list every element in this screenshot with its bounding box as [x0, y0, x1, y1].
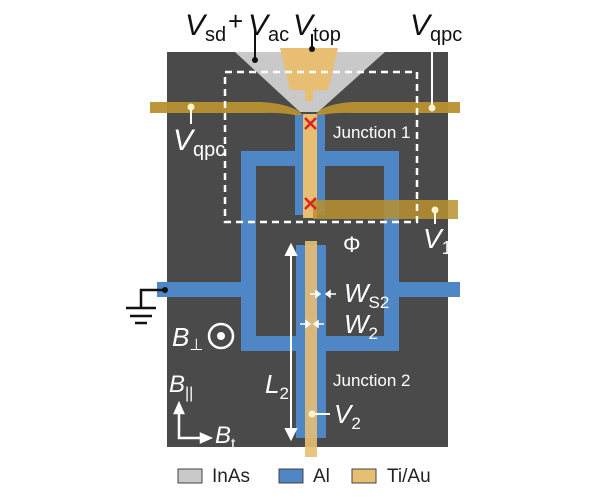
ground-contact-dot	[162, 287, 168, 293]
v1-label: V1	[423, 223, 452, 258]
junction1-label: Junction 1	[333, 123, 411, 142]
junction2-gate	[305, 241, 317, 457]
legend-label-inas: InAs	[212, 466, 250, 487]
junction-cross-marks	[304, 117, 317, 210]
phi-label: Φ	[343, 232, 361, 257]
qpc-gate-bar	[150, 102, 460, 118]
ws2-label: WS2	[344, 278, 389, 312]
vsd-contact-dot	[252, 57, 258, 63]
labels: Vsd + Vac Vtop Vqpc Vqpc Junction 1 Junc…	[169, 6, 462, 453]
v2-label: V2	[334, 399, 361, 433]
legend-label-al: Al	[313, 466, 330, 487]
vqpc-right-label: Vqpc	[410, 9, 462, 46]
junction1-region-box	[223, 70, 419, 224]
bperp-label: B⊥	[172, 322, 203, 354]
length-arrow	[284, 242, 298, 442]
bt-label: Bt	[215, 422, 236, 453]
vqpc-left-dot	[187, 103, 195, 111]
width-arrows	[300, 289, 336, 329]
legend-swatch-inas	[177, 468, 203, 484]
legend-swatch-tiau	[351, 468, 377, 484]
w2-label: W2	[344, 309, 378, 343]
field-axes-icon	[173, 400, 214, 444]
leader-lines	[254, 30, 313, 59]
junction1-gate	[303, 114, 317, 218]
vtop-label: Vtop	[293, 9, 341, 46]
cross-icon	[304, 117, 317, 130]
vsd-label: Vsd	[185, 9, 226, 46]
l2-label: L2	[265, 369, 289, 403]
v2-dot	[308, 410, 316, 418]
ground-icon	[126, 288, 164, 325]
vqpc-left-label: Vqpc	[173, 124, 225, 161]
v1-dot	[431, 206, 439, 214]
top-gate-pad	[280, 48, 338, 90]
v1-gate-bar	[313, 200, 458, 219]
legend-swatch-al	[278, 468, 304, 484]
top-gate-neck	[305, 89, 313, 101]
bpar-label: B||	[169, 371, 193, 402]
vqpc-right-dot	[428, 104, 436, 112]
plus-label: +	[228, 6, 243, 36]
out-of-plane-field-icon	[207, 322, 235, 350]
legend: InAs Al Ti/Au	[177, 466, 431, 487]
junction2-label: Junction 2	[333, 371, 411, 390]
vac-label: Vac	[248, 9, 289, 46]
cross-icon	[304, 197, 317, 210]
legend-label-tiau: Ti/Au	[387, 466, 431, 487]
vtop-contact-dot	[309, 46, 315, 52]
